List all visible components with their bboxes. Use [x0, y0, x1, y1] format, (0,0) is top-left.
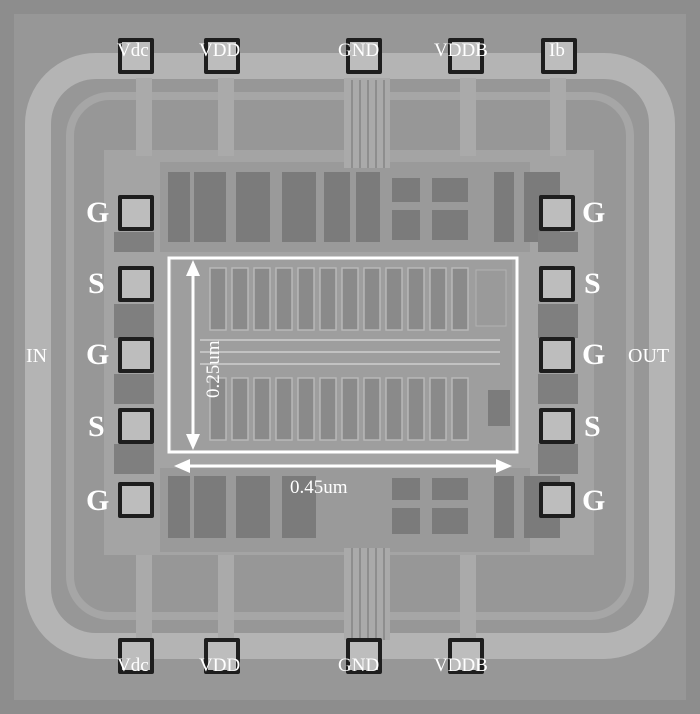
pad-bottom-gnd [346, 638, 382, 674]
label-bottom-vdc: Vdc [117, 655, 149, 676]
pad-top-gnd [346, 38, 382, 74]
pad-bottom-vddb [448, 638, 484, 674]
pad-top-vddb [448, 38, 484, 74]
label-bottom-gnd: GND [338, 655, 380, 676]
label-right-s2: S [584, 410, 601, 443]
width-dimension-arrow [174, 459, 512, 473]
label-left-g2: G [86, 338, 110, 371]
pad-top-ib [541, 38, 577, 74]
pad-left-g2 [118, 337, 154, 373]
label-left-g1: G [86, 196, 110, 229]
pad-top-vdc [118, 38, 154, 74]
pad-left-g3 [118, 482, 154, 518]
pad-right-g1 [539, 195, 575, 231]
label-top-vdc: Vdc [117, 40, 149, 61]
pad-right-s1 [539, 266, 575, 302]
label-top-vdd: VDD [199, 40, 241, 61]
pad-bottom-vdc [118, 638, 154, 674]
label-left-g3: G [86, 484, 110, 517]
label-right-g3: G [582, 484, 606, 517]
label-top-gnd: GND [338, 40, 380, 61]
label-top-vddb: VDDB [434, 40, 488, 61]
pad-right-g3 [539, 482, 575, 518]
label-left-s2: S [88, 410, 105, 443]
pad-bottom-vdd [204, 638, 240, 674]
label-bottom-vddb: VDDB [434, 655, 488, 676]
pad-left-s2 [118, 408, 154, 444]
height-label: 0.25um [203, 340, 224, 398]
pad-right-s2 [539, 408, 575, 444]
height-dimension-arrow [186, 260, 200, 450]
label-left-s1: S [88, 267, 105, 300]
input-label: IN [26, 345, 48, 367]
width-label: 0.45um [290, 477, 348, 498]
label-bottom-vdd: VDD [199, 655, 241, 676]
label-right-s1: S [584, 267, 601, 300]
highlight-box [167, 256, 519, 454]
output-label: OUT [628, 345, 670, 367]
label-top-ib: Ib [549, 40, 565, 61]
pad-right-g2 [539, 337, 575, 373]
label-right-g2: G [582, 338, 606, 371]
pad-top-vdd [204, 38, 240, 74]
pad-left-g1 [118, 195, 154, 231]
label-right-g1: G [582, 196, 606, 229]
pad-left-s1 [118, 266, 154, 302]
